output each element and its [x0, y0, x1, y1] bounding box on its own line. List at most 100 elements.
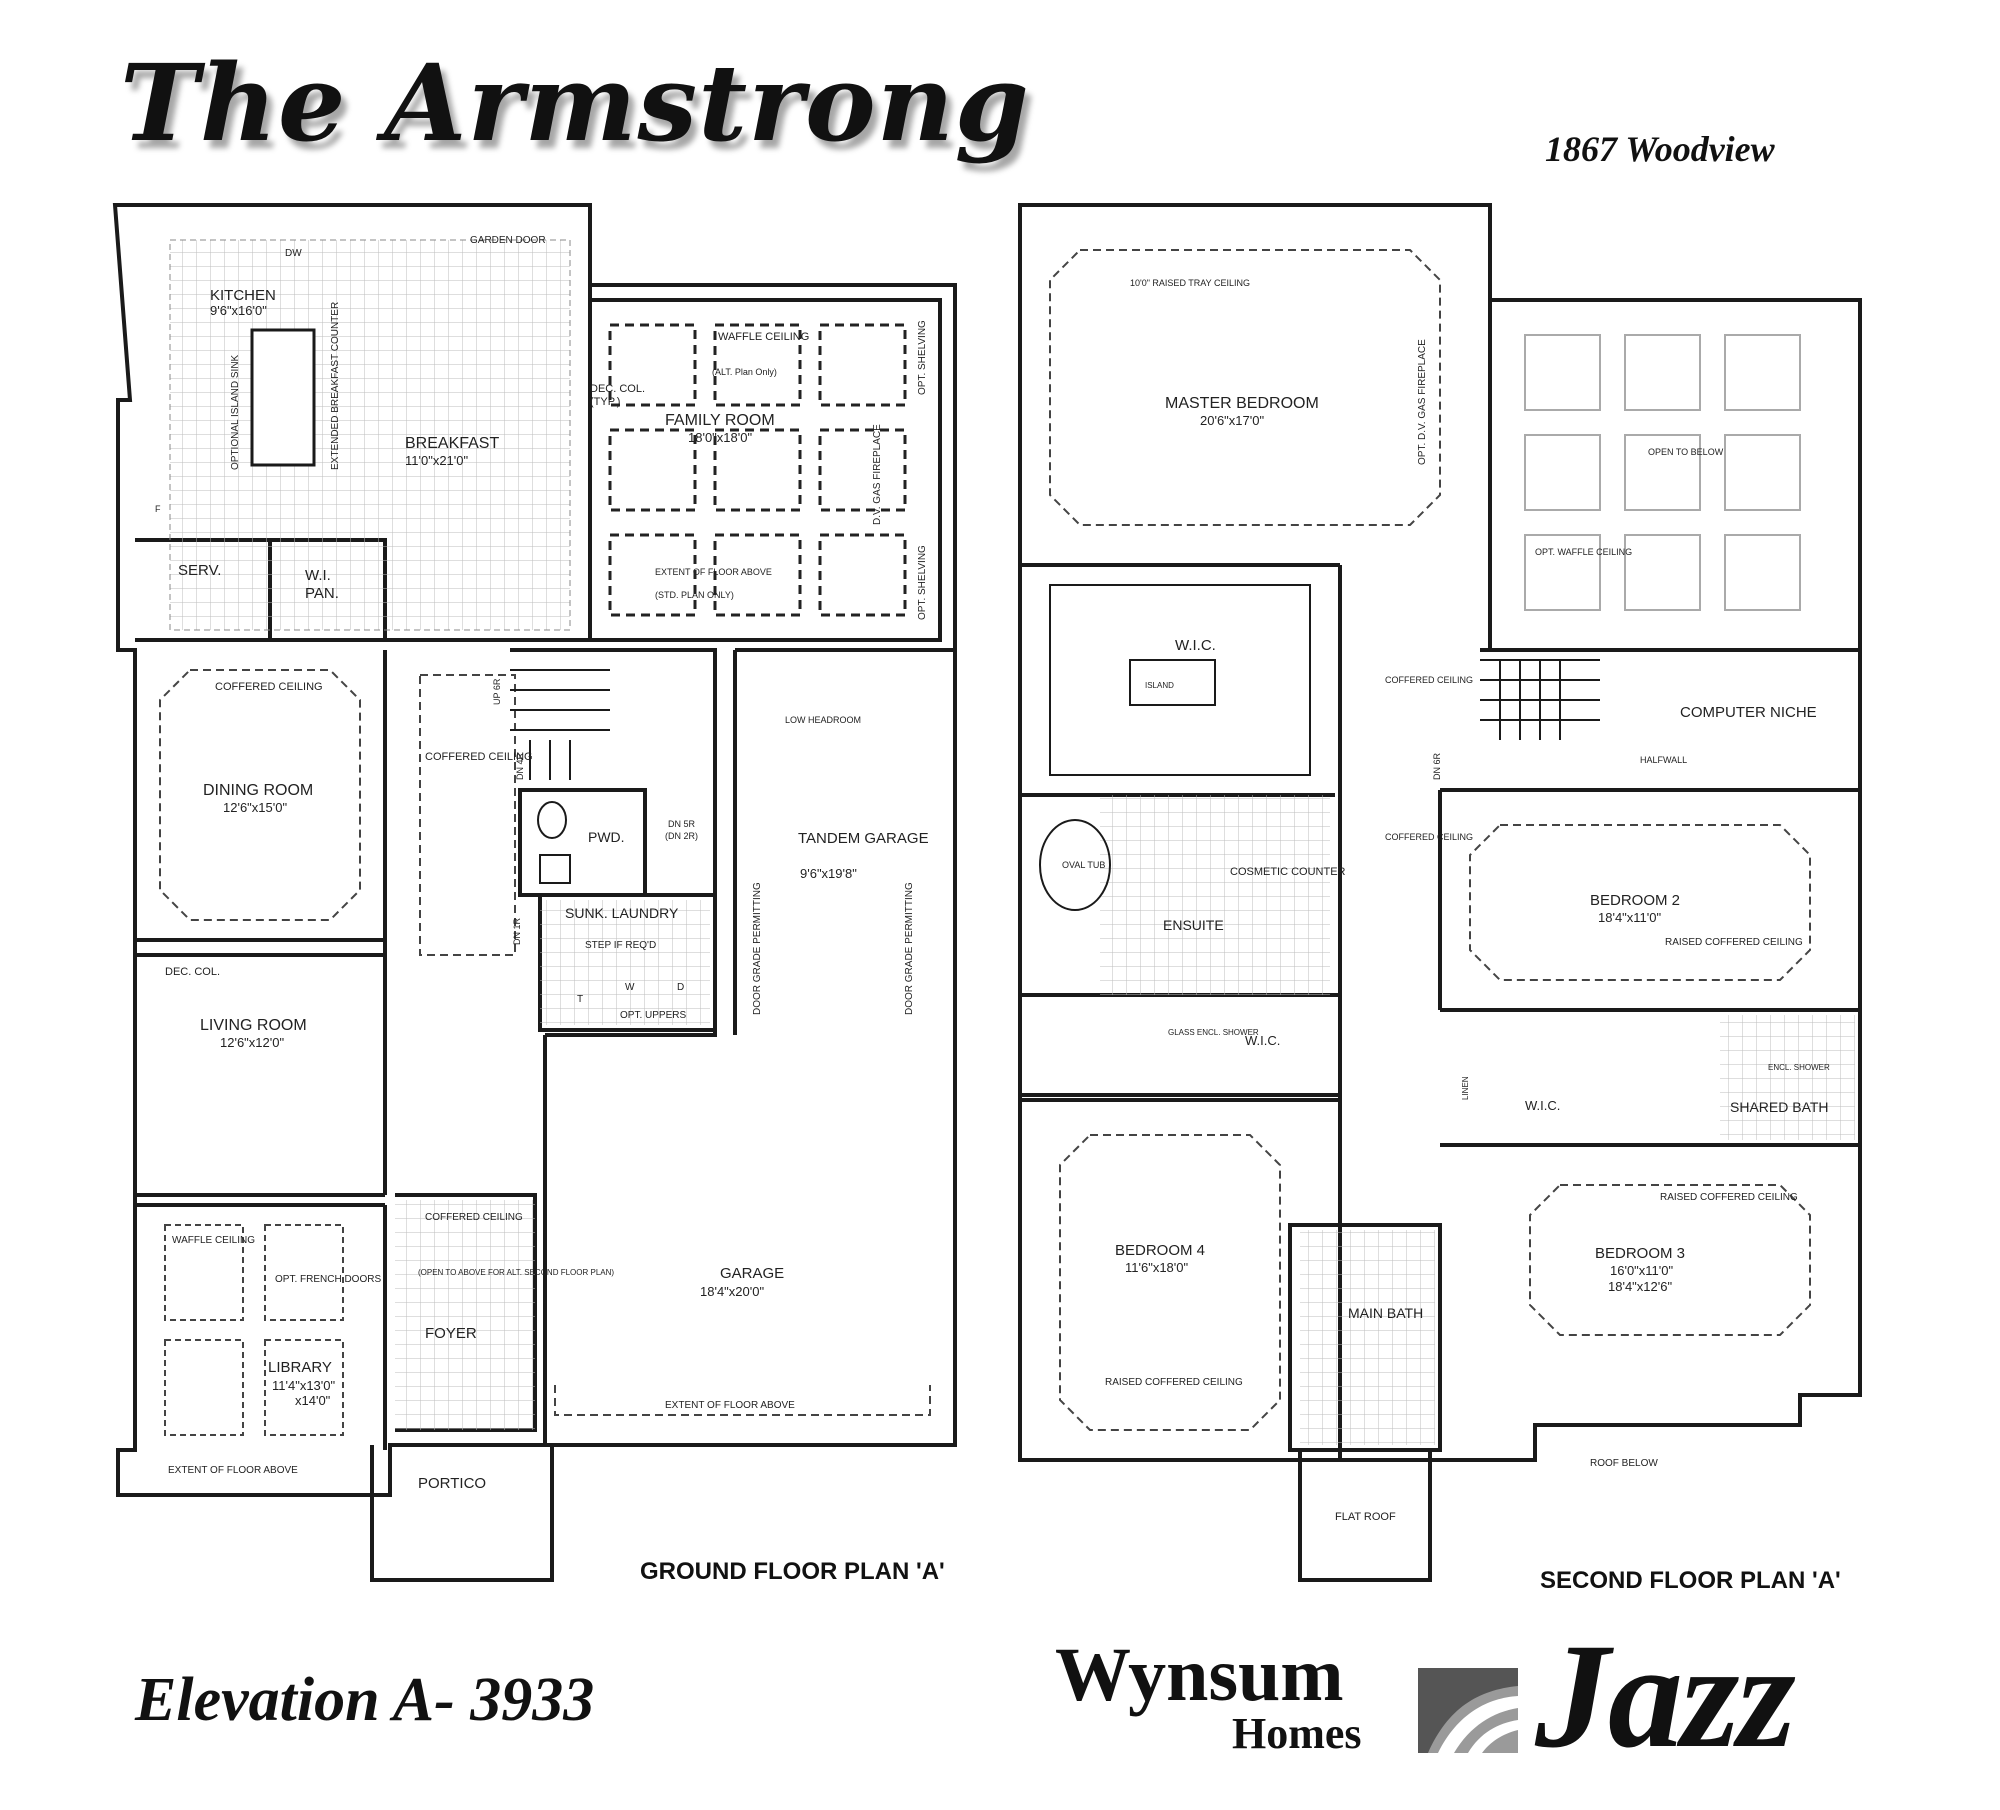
linen-label: LINEN [1461, 1076, 1470, 1100]
second-floor-plan-label: SECOND FLOOR PLAN 'A' [1540, 1567, 1841, 1594]
dn-5r-label: DN 5R [668, 819, 696, 829]
family-room-dim: 18'0"x18'0" [688, 430, 752, 445]
dec-col-label: DEC. COL. [590, 383, 645, 395]
small-wic-label: W.I.C. [1245, 1033, 1280, 1048]
library-label: LIBRARY [268, 1359, 332, 1376]
bedroom3-dim: 16'0"x11'0" [1610, 1263, 1673, 1278]
typ-label: (TYP.) [590, 396, 620, 408]
glass-shower-label: GLASS ENCL. SHOWER [1168, 1028, 1259, 1037]
main-bath-label: MAIN BATH [1348, 1305, 1423, 1321]
foyer-label: FOYER [425, 1325, 477, 1342]
alt-plan-label: (ALT. Plan Only) [712, 367, 777, 377]
bedroom3-label: BEDROOM 3 [1595, 1245, 1685, 1262]
dn-2r-label: (DN 2R) [665, 831, 698, 841]
dn-4r-label: DN 4R [515, 752, 525, 780]
pwd-label: PWD. [588, 829, 625, 845]
tray-ceiling-label: 10'0" RAISED TRAY CEILING [1130, 278, 1250, 288]
bedroom2-dim: 18'4"x11'0" [1598, 910, 1661, 925]
library-waffle-label: WAFFLE CEILING [172, 1235, 255, 1246]
flat-roof-label: FLAT ROOF [1335, 1511, 1396, 1523]
bedroom4-label: BEDROOM 4 [1115, 1242, 1205, 1259]
shared-bath-label: SHARED BATH [1730, 1099, 1829, 1115]
computer-niche-label: COMPUTER NICHE [1680, 704, 1817, 721]
opt-waffle-label: OPT. WAFFLE CEILING [1535, 547, 1632, 557]
open-below-label: OPEN TO BELOW [1648, 447, 1724, 457]
door-grade-label-1: DOOR GRADE PERMITTING [752, 882, 763, 1015]
elevation-label: Elevation A- 3933 [135, 1666, 595, 1734]
f-label: F [155, 504, 161, 514]
waffle-ceiling-label: WAFFLE CEILING [718, 331, 809, 343]
brand-series: Jazz [1535, 1613, 1796, 1779]
up-6r-label: UP 6R [492, 678, 502, 705]
open-above-label: (OPEN TO ABOVE FOR ALT. SECOND FLOOR PLA… [418, 1268, 614, 1277]
dec-col-living-label: DEC. COL. [165, 966, 220, 978]
encl-shower-label: ENCL. SHOWER [1768, 1063, 1830, 1072]
dn-6r-label: DN 6R [1432, 752, 1442, 780]
foyer-coffered-label: COFFERED CEILING [425, 1212, 523, 1223]
second-floor-plan: 10'0" RAISED TRAY CEILING MASTER BEDROOM… [1018, 203, 1862, 1582]
roof-below-label: ROOF BELOW [1590, 1458, 1658, 1469]
garden-door-label: GARDEN DOOR [470, 235, 546, 246]
garage-dim: 18'4"x20'0" [700, 1284, 764, 1299]
breakfast-counter-label: EXTENDED BREAKFAST COUNTER [330, 302, 341, 470]
french-doors-label: OPT. FRENCH DOORS [275, 1274, 381, 1285]
family-room-label: FAMILY ROOM [665, 412, 775, 429]
oval-tub-label: OVAL TUB [1062, 860, 1105, 870]
island-label: ISLAND [1145, 681, 1174, 690]
bedroom3-dim-2: 18'4"x12'6" [1608, 1279, 1672, 1294]
d-label: D [677, 982, 684, 993]
brand-logo-icon [1418, 1668, 1518, 1753]
plan-title: The Armstrong [120, 40, 1030, 165]
cosmetic-counter-label: COSMETIC COUNTER [1230, 866, 1346, 878]
address-label: 1867 Woodview [1545, 129, 1775, 169]
door-grade-label-2: DOOR GRADE PERMITTING [904, 882, 915, 1015]
library-extent-label: EXTENT OF FLOOR ABOVE [168, 1465, 298, 1476]
opt-uppers-label: OPT. UPPERS [620, 1010, 686, 1021]
ensuite-label: ENSUITE [1163, 917, 1224, 933]
hall-coffered-label: COFFERED CEILING [425, 751, 533, 763]
ground-floor-plan-label: GROUND FLOOR PLAN 'A' [640, 1558, 945, 1585]
extent-floor-label: EXTENT OF FLOOR ABOVE [655, 567, 772, 577]
master-wic-label: W.I.C. [1175, 637, 1216, 654]
bedroom3-ceiling-label: RAISED COFFERED CEILING [1660, 1192, 1798, 1203]
w-label: W [625, 982, 635, 993]
dining-coffered-label: COFFERED CEILING [215, 681, 323, 693]
pan-label: PAN. [305, 585, 339, 602]
living-room-dim: 12'6"x12'0" [220, 1035, 284, 1050]
wi-label: W.I. [305, 567, 331, 584]
hall-coffered-label-2: COFFERED CEILING [1385, 832, 1473, 842]
halfwall-label: HALFWALL [1640, 755, 1687, 765]
brand-name: Wynsum [1055, 1633, 1344, 1717]
master-bedroom-dim: 20'6"x17'0" [1200, 413, 1264, 428]
master-bedroom-label: MASTER BEDROOM [1165, 395, 1319, 412]
tandem-garage-dim: 9'6"x19'8" [800, 866, 857, 881]
kitchen-dim: 9'6"x16'0" [210, 303, 267, 318]
island-sink-label: OPTIONAL ISLAND SINK [230, 354, 241, 470]
b3-wic-label: W.I.C. [1525, 1098, 1560, 1113]
breakfast-dim: 11'0"x21'0" [405, 453, 468, 468]
t-label: T [577, 994, 583, 1005]
bedroom4-ceiling-label: RAISED COFFERED CEILING [1105, 1377, 1243, 1388]
low-headroom-label: LOW HEADROOM [785, 715, 861, 725]
opt-fireplace-label: OPT. D.V. GAS FIREPLACE [1417, 339, 1428, 465]
std-plan-label: (STD. PLAN ONLY) [655, 590, 734, 600]
bedroom2-ceiling-label: RAISED COFFERED CEILING [1665, 937, 1803, 948]
step-label: STEP IF REQ'D [585, 940, 656, 951]
sunk-laundry-label: SUNK. LAUNDRY [565, 905, 679, 921]
serv-label: SERV. [178, 562, 221, 579]
dw-label: DW [285, 248, 302, 259]
gas-fireplace-label: D.V. GAS FIREPLACE [872, 424, 883, 525]
dining-room-dim: 12'6"x15'0" [223, 800, 287, 815]
garage-extent-label: EXTENT OF FLOOR ABOVE [665, 1400, 795, 1411]
kitchen-label: KITCHEN [210, 287, 276, 304]
hall-coffered-label: COFFERED CEILING [1385, 675, 1473, 685]
tandem-garage-label: TANDEM GARAGE [798, 830, 929, 847]
brand-sub: Homes [1232, 1709, 1362, 1758]
bedroom2-label: BEDROOM 2 [1590, 892, 1680, 909]
opt-shelving-label-2: OPT. SHELVING [917, 545, 928, 620]
dining-room-label: DINING ROOM [203, 782, 313, 799]
ground-floor-plan: KITCHEN 9'6"x16'0" DW GARDEN DOOR OPTION… [112, 203, 957, 1582]
living-room-label: LIVING ROOM [200, 1017, 307, 1034]
breakfast-label: BREAKFAST [405, 435, 499, 452]
